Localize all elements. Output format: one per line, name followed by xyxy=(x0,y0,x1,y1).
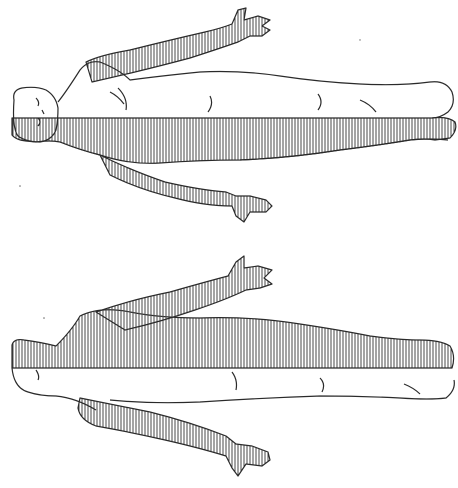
lower-figure xyxy=(12,256,454,476)
upper-figure-torso-detail xyxy=(110,88,376,112)
upper-figure-hatched-arm-bottom xyxy=(100,155,272,222)
upper-figure xyxy=(12,8,456,222)
paper-specks xyxy=(19,39,360,319)
lower-figure-detail xyxy=(36,370,420,394)
lower-figure-hatched-half xyxy=(12,310,454,368)
upper-figure-hatched-half xyxy=(12,118,456,164)
upper-figure-hatched-arm-top xyxy=(86,8,270,82)
upper-figure-torso-outline xyxy=(58,62,453,118)
lower-figure-hatched-arm-bottom xyxy=(78,398,270,476)
